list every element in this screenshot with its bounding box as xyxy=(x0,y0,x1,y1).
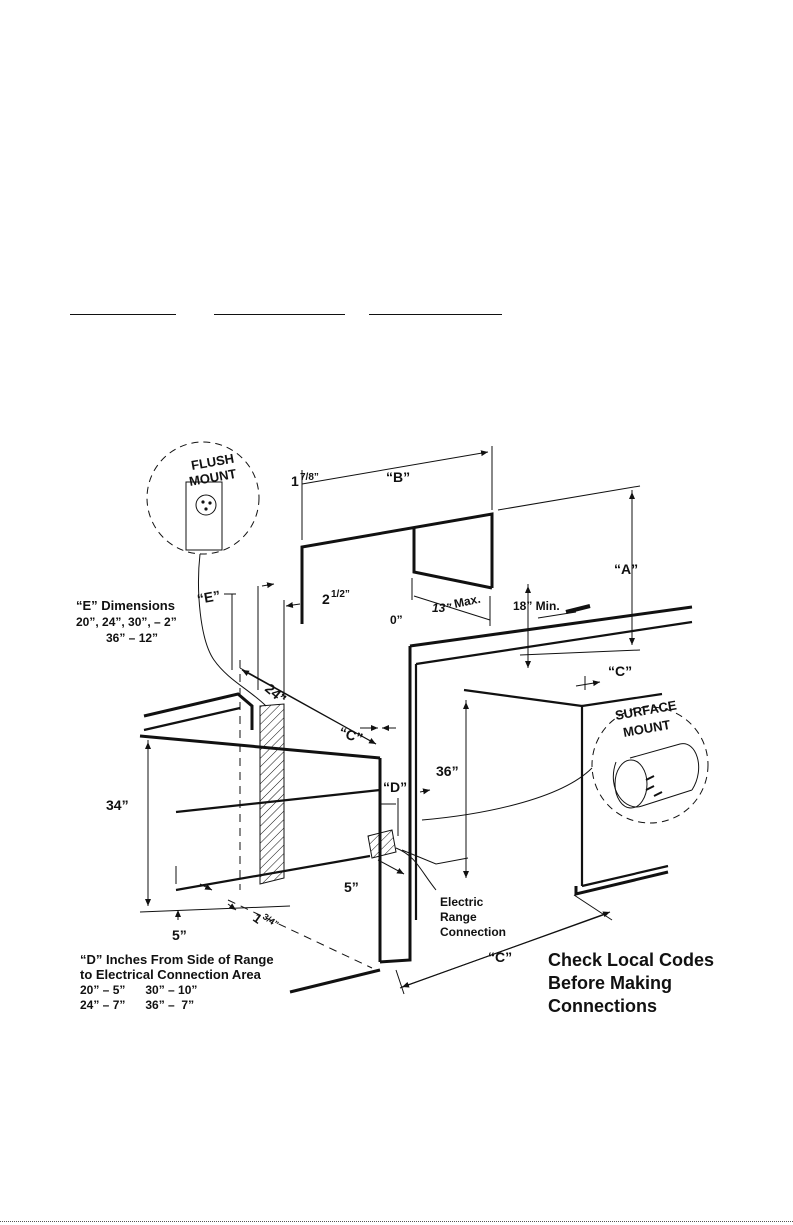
dim-5-connection-label: 5” xyxy=(344,879,359,895)
surface-outlet-icon xyxy=(614,759,648,809)
warning-line-3: Connections xyxy=(548,996,657,1016)
hatched-connection-area xyxy=(367,829,397,859)
electric-connection-line1: Electric xyxy=(440,895,484,909)
warning-line-1: Check Local Codes xyxy=(548,950,714,970)
electric-connection-line2: Range xyxy=(440,910,477,924)
blank-line-2 xyxy=(214,314,345,315)
flush-mount-detail xyxy=(146,441,267,707)
dim-24-label: 24” xyxy=(262,680,290,707)
d-inches-row-1: 20” – 5” 30” – 10” xyxy=(80,983,197,997)
d-inches-title-1: “D” Inches From Side of Range xyxy=(80,952,274,967)
e-dimensions-line1: 20”, 24”, 30”, – 2” xyxy=(76,615,177,629)
dim-a-label: “A” xyxy=(614,561,638,577)
warning-line-2: Before Making xyxy=(548,973,672,993)
d-inches-title-2: to Electrical Connection Area xyxy=(80,967,262,982)
flush-mount-label-line1: FLUSH xyxy=(190,451,235,473)
upper-cabinet xyxy=(300,446,641,668)
flush-outlet-plate xyxy=(185,481,223,551)
dim-b-offset-whole: 1 xyxy=(291,473,299,489)
two-half-frac: 1/2” xyxy=(331,589,350,600)
dim-e-label: “E” xyxy=(196,587,222,607)
two-half-whole: 2 xyxy=(322,591,330,607)
dim-5-bottom-label: 5” xyxy=(172,927,187,943)
dim-36-label: 36” xyxy=(436,763,459,779)
d-inches-row-2: 24” – 7” 36” – 7” xyxy=(80,998,194,1012)
e-dimensions-title: “E” Dimensions xyxy=(76,598,175,613)
zero-label: 0” xyxy=(390,613,403,627)
max-label: Max. xyxy=(453,592,482,611)
eighteen-min-label: 18” Min. xyxy=(513,599,560,613)
page-bottom-rule xyxy=(0,1221,793,1222)
flush-outlet-icon xyxy=(195,494,217,516)
dim-34-label: 34” xyxy=(106,797,129,813)
surface-mount-detail xyxy=(421,706,709,824)
thirteen-label: 13” xyxy=(432,601,451,615)
dim-b-offset-frac: 7/8” xyxy=(300,472,319,483)
blank-line-1 xyxy=(70,314,176,315)
dim-c-bottom-label: “C” xyxy=(488,949,512,965)
left-cabinet xyxy=(139,582,469,994)
dim-c-top-label: “C” xyxy=(608,663,632,679)
e-dimensions-line2: 36” – 12” xyxy=(106,631,158,645)
dim-b-label: “B” xyxy=(386,469,410,485)
dim-c-mid-label: “C” xyxy=(337,724,365,747)
hatched-wall-area xyxy=(259,703,285,885)
electric-connection-line3: Connection xyxy=(440,925,506,939)
one-three-quarter-frac: 3/4” xyxy=(261,911,281,929)
right-cabinet xyxy=(379,605,693,995)
blank-line-3 xyxy=(369,314,502,315)
dim-d-label: “D” xyxy=(383,779,407,795)
